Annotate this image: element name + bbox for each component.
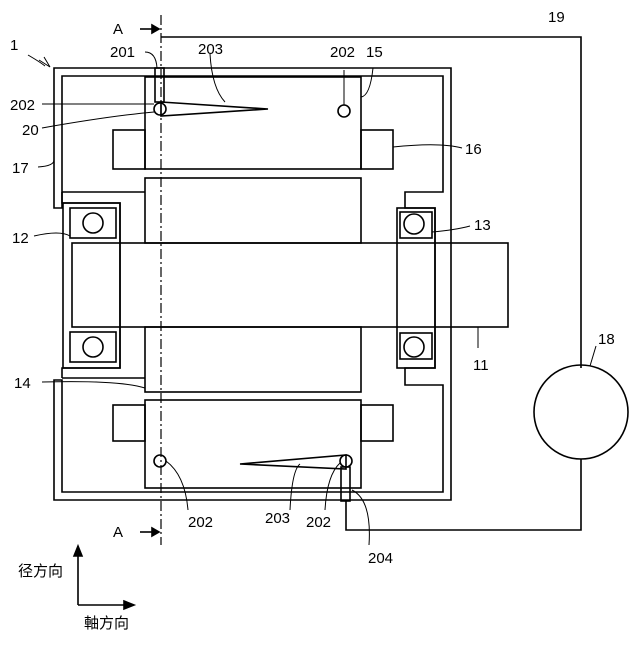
sensor-lead-top (155, 68, 164, 102)
section-arrowhead-top (152, 25, 159, 33)
leader-202-bottom-left (166, 461, 188, 510)
label-sensor-hole-bottom-right: 202 (306, 514, 331, 531)
leader-204 (352, 490, 369, 545)
leader-18 (590, 346, 596, 366)
leader-1 (28, 55, 45, 66)
sensor-hole-bottom-left (154, 455, 166, 467)
label-rotor: 14 (14, 375, 31, 392)
coil-end-top-right (361, 130, 393, 169)
terminal-bottom (341, 467, 350, 501)
label-wedge-top: 203 (198, 41, 223, 58)
label-bearing-left: 12 (12, 230, 29, 247)
sensor-hole-top-right (338, 105, 350, 117)
axis-axial-label: 軸方向 (84, 614, 129, 632)
coil-end-bottom-right (361, 405, 393, 441)
label-section-top: A (113, 21, 123, 38)
label-housing: 17 (12, 160, 29, 177)
coil-end-bottom-left (113, 405, 145, 441)
label-wedge-bottom: 203 (265, 510, 290, 527)
bearing-right-bottom-ball (404, 337, 424, 357)
wire (161, 37, 581, 368)
section-arrowhead-bottom (152, 528, 159, 536)
label-sensor: 20 (22, 122, 39, 139)
bearing-left-top-ball (83, 213, 103, 233)
label-terminal: 204 (368, 550, 393, 567)
label-wire: 19 (548, 9, 565, 26)
label-device: 1 (10, 37, 18, 54)
wedge-top (161, 102, 268, 116)
label-stator: 15 (366, 44, 383, 61)
label-sensor-hole-top-left: 202 (10, 97, 35, 114)
sensor-hole-top-left (154, 103, 166, 115)
axis-radial-label: 径方向 (18, 562, 63, 580)
leader-20 (42, 112, 154, 128)
label-bearing-right: 13 (474, 217, 491, 234)
leader-14 (42, 382, 145, 388)
leader-203-bottom (290, 464, 300, 510)
leader-202-bottom-right (325, 463, 340, 510)
bearing-left-bottom-ball (83, 337, 103, 357)
rotor-top (145, 178, 361, 243)
axis-radial-arrowhead (74, 546, 82, 556)
leader-17 (38, 160, 54, 167)
bearing-right-top-ball (404, 214, 424, 234)
leader-12 (34, 233, 70, 236)
label-section-bottom: A (113, 524, 123, 541)
stator-top (145, 77, 361, 169)
stator-bottom (145, 400, 361, 488)
label-sensor-hole-top-right: 202 (330, 44, 355, 61)
label-power-source: 18 (598, 331, 615, 348)
power-source (534, 365, 628, 459)
wire-return (346, 459, 581, 530)
axis-axial-arrowhead (124, 601, 134, 609)
rotor-bottom (145, 327, 361, 392)
bearing-right-outer (397, 208, 435, 368)
wedge-bottom (240, 455, 346, 469)
leader-15 (361, 68, 373, 97)
label-sensor-hole-bottom-left: 202 (188, 514, 213, 531)
label-sensor-lead: 201 (110, 44, 135, 61)
label-coil-end: 16 (465, 141, 482, 158)
leader-201 (145, 52, 157, 68)
label-shaft: 11 (473, 357, 489, 374)
shaft (72, 243, 508, 327)
leader-203-top (210, 54, 225, 102)
coil-end-top-left (113, 130, 145, 169)
